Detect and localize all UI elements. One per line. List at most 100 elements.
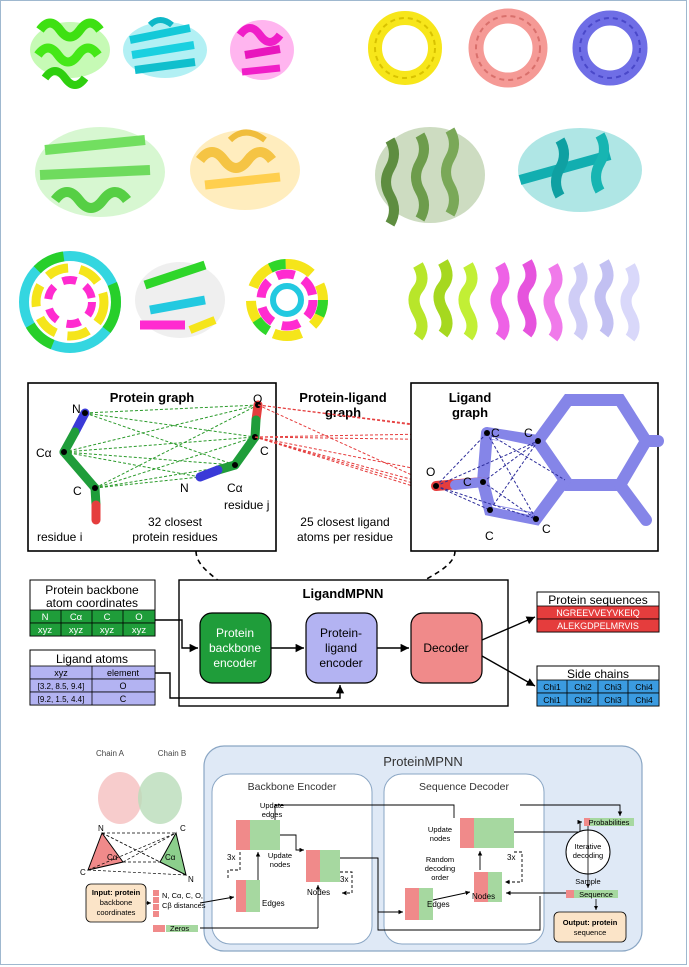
input-line1: Input: protein — [92, 888, 141, 897]
backbone-encoder-line3: encoder — [213, 656, 256, 670]
random-line2: decoding — [425, 864, 455, 873]
ligand-graph-title-line2: graph — [452, 405, 488, 420]
decoder-nodes-label: Nodes — [472, 892, 495, 901]
chain-b-label: Chain B — [158, 749, 186, 758]
structure-teal — [518, 128, 642, 212]
decoder-edges-matrix: Edges — [405, 888, 450, 920]
protein-graph-panel: Protein graph — [27, 382, 277, 552]
backbone-cell-1: xyz — [38, 625, 53, 636]
encoder-3x-left: 3x — [227, 853, 235, 862]
side-chains-title: Side chains — [567, 667, 629, 681]
structure-yellow-ring — [368, 11, 442, 85]
protein-ligand-title-line1: Protein-ligand — [299, 390, 386, 405]
backbone-encoder-line1: Protein — [216, 626, 254, 640]
chi-r1-4: Chi4 — [635, 682, 653, 692]
protein-sequences-box: Protein sequences NGREEVVEYVKEIQ ALEKGDP… — [536, 591, 660, 633]
encoder-nodes-label: Nodes — [307, 888, 330, 897]
input-line3: coordinates — [97, 908, 136, 917]
distance-features: N, Cα, C, O, Cβ distances — [153, 890, 206, 917]
atom-label-n-left: N — [72, 402, 81, 416]
chi-r1-2: Chi2 — [574, 682, 592, 692]
closest-residues-line1: 32 closest — [148, 515, 203, 529]
tri-atom-c-top-right: C — [180, 824, 186, 833]
structure-green-helices — [30, 18, 110, 89]
distances-line2: Cβ distances — [162, 901, 206, 910]
decoder-3x: 3x — [507, 853, 515, 862]
structure-salmon-ring — [468, 8, 548, 88]
ligand-row2-xyz: [9.2, 1.5, 4.4] — [38, 695, 85, 704]
tri-atom-ca-right: Cα — [165, 853, 176, 862]
ligand-atom-c5: C — [542, 522, 551, 536]
ligand-encoder-line1: Protein- — [320, 626, 362, 640]
structure-olive — [375, 127, 485, 227]
decoder-update-line1: Update — [428, 825, 452, 834]
ligand-graph-title-line1: Ligand — [449, 390, 492, 405]
output-line2: sequence — [574, 928, 607, 937]
atom-label-ca-left: Cα — [36, 446, 52, 460]
ligand-row1-element: O — [119, 681, 126, 691]
atom-label-c-mid: C — [260, 444, 269, 458]
sequence-1: NGREEVVEYVKEIQ — [556, 608, 640, 618]
zeros-label: Zeros — [170, 924, 189, 933]
structure-lime-bundle — [408, 259, 478, 341]
proteinmpnn-panel: ProteinMPNN Backbone Encoder Sequence De… — [80, 745, 643, 952]
backbone-header-ca: Cα — [70, 612, 83, 623]
tri-atom-n-bottom: N — [188, 875, 194, 884]
chi-r1-1: Chi1 — [543, 682, 561, 692]
encoder-edges-label: Edges — [262, 899, 285, 908]
atom-label-o-top: O — [253, 392, 262, 406]
ligand-input-arrow — [155, 672, 345, 699]
tri-atom-c-bottom: C — [80, 868, 86, 877]
encoder-nodes-matrix: Nodes Update nodes — [268, 850, 340, 897]
backbone-cell-2: xyz — [69, 625, 84, 636]
backbone-encoder-line2: backbone — [209, 641, 261, 655]
decoder-block — [410, 612, 483, 684]
sequence-box: Sequence — [566, 890, 618, 899]
residue-j — [195, 400, 263, 482]
ligand-header-element: element — [107, 668, 140, 678]
structure-magenta — [230, 20, 294, 80]
update-edges-line1: Update — [260, 801, 284, 810]
decoder-label: Decoder — [423, 641, 468, 655]
chain-a-label: Chain A — [96, 749, 125, 758]
tri-atom-n: N — [98, 824, 104, 833]
random-line1: Random — [426, 855, 454, 864]
protein-structures-panel — [19, 8, 648, 353]
backbone-cell-4: xyz — [132, 625, 147, 636]
ligand-table-title: Ligand atoms — [56, 652, 128, 666]
backbone-table-title-line2: atom coordinates — [46, 596, 138, 610]
closest-ligand-line1: 25 closest ligand — [300, 515, 389, 529]
backbone-coordinates-table: Protein backbone atom coordinates N Cα C… — [29, 579, 156, 637]
backbone-table-title-line1: Protein backbone — [45, 583, 139, 597]
atom-label-n-mid: N — [180, 481, 189, 495]
residue-i — [59, 408, 101, 525]
backbone-cell-3: xyz — [100, 625, 115, 636]
backbone-header-n: N — [42, 612, 49, 623]
residue-j-label: residue j — [224, 498, 269, 512]
structure-lavender-bundle — [568, 259, 640, 342]
sequence-decoder-title: Sequence Decoder — [419, 781, 509, 793]
decoder-update-line2: nodes — [430, 834, 451, 843]
closest-residues-line2: protein residues — [132, 530, 217, 544]
ligand-atoms-table: Ligand atoms xyz element [3.2, 8.5, 9.4]… — [29, 649, 156, 706]
chi-r2-2: Chi2 — [574, 695, 592, 705]
protein-ligand-title-line2: graph — [325, 405, 361, 420]
chi-r2-3: Chi3 — [604, 695, 622, 705]
chi-r1-3: Chi3 — [604, 682, 622, 692]
atom-label-ca-mid: Cα — [227, 481, 243, 495]
decoder-update-matrix: Update nodes — [428, 818, 514, 848]
ligand-header-xyz: xyz — [54, 668, 68, 678]
protein-contact-lines — [63, 404, 259, 489]
backbone-encoder-title: Backbone Encoder — [248, 781, 337, 793]
ligandmpnn-title: LigandMPNN — [303, 586, 384, 601]
side-chains-box: Side chains Chi1 Chi2 Chi3 Chi4 Chi1 Chi… — [536, 665, 660, 707]
sequence-2: ALEKGDPELMRVIS — [557, 621, 639, 631]
update-edges-line2: edges — [262, 810, 283, 819]
chain-structures: Chain A Chain B — [96, 749, 186, 824]
atom-label-c-left: C — [73, 484, 82, 498]
input-line2: backbone — [100, 898, 133, 907]
residue-i-label: residue i — [37, 530, 82, 544]
structure-blue-ring — [572, 10, 648, 86]
decoder-edges-label: Edges — [427, 900, 450, 909]
